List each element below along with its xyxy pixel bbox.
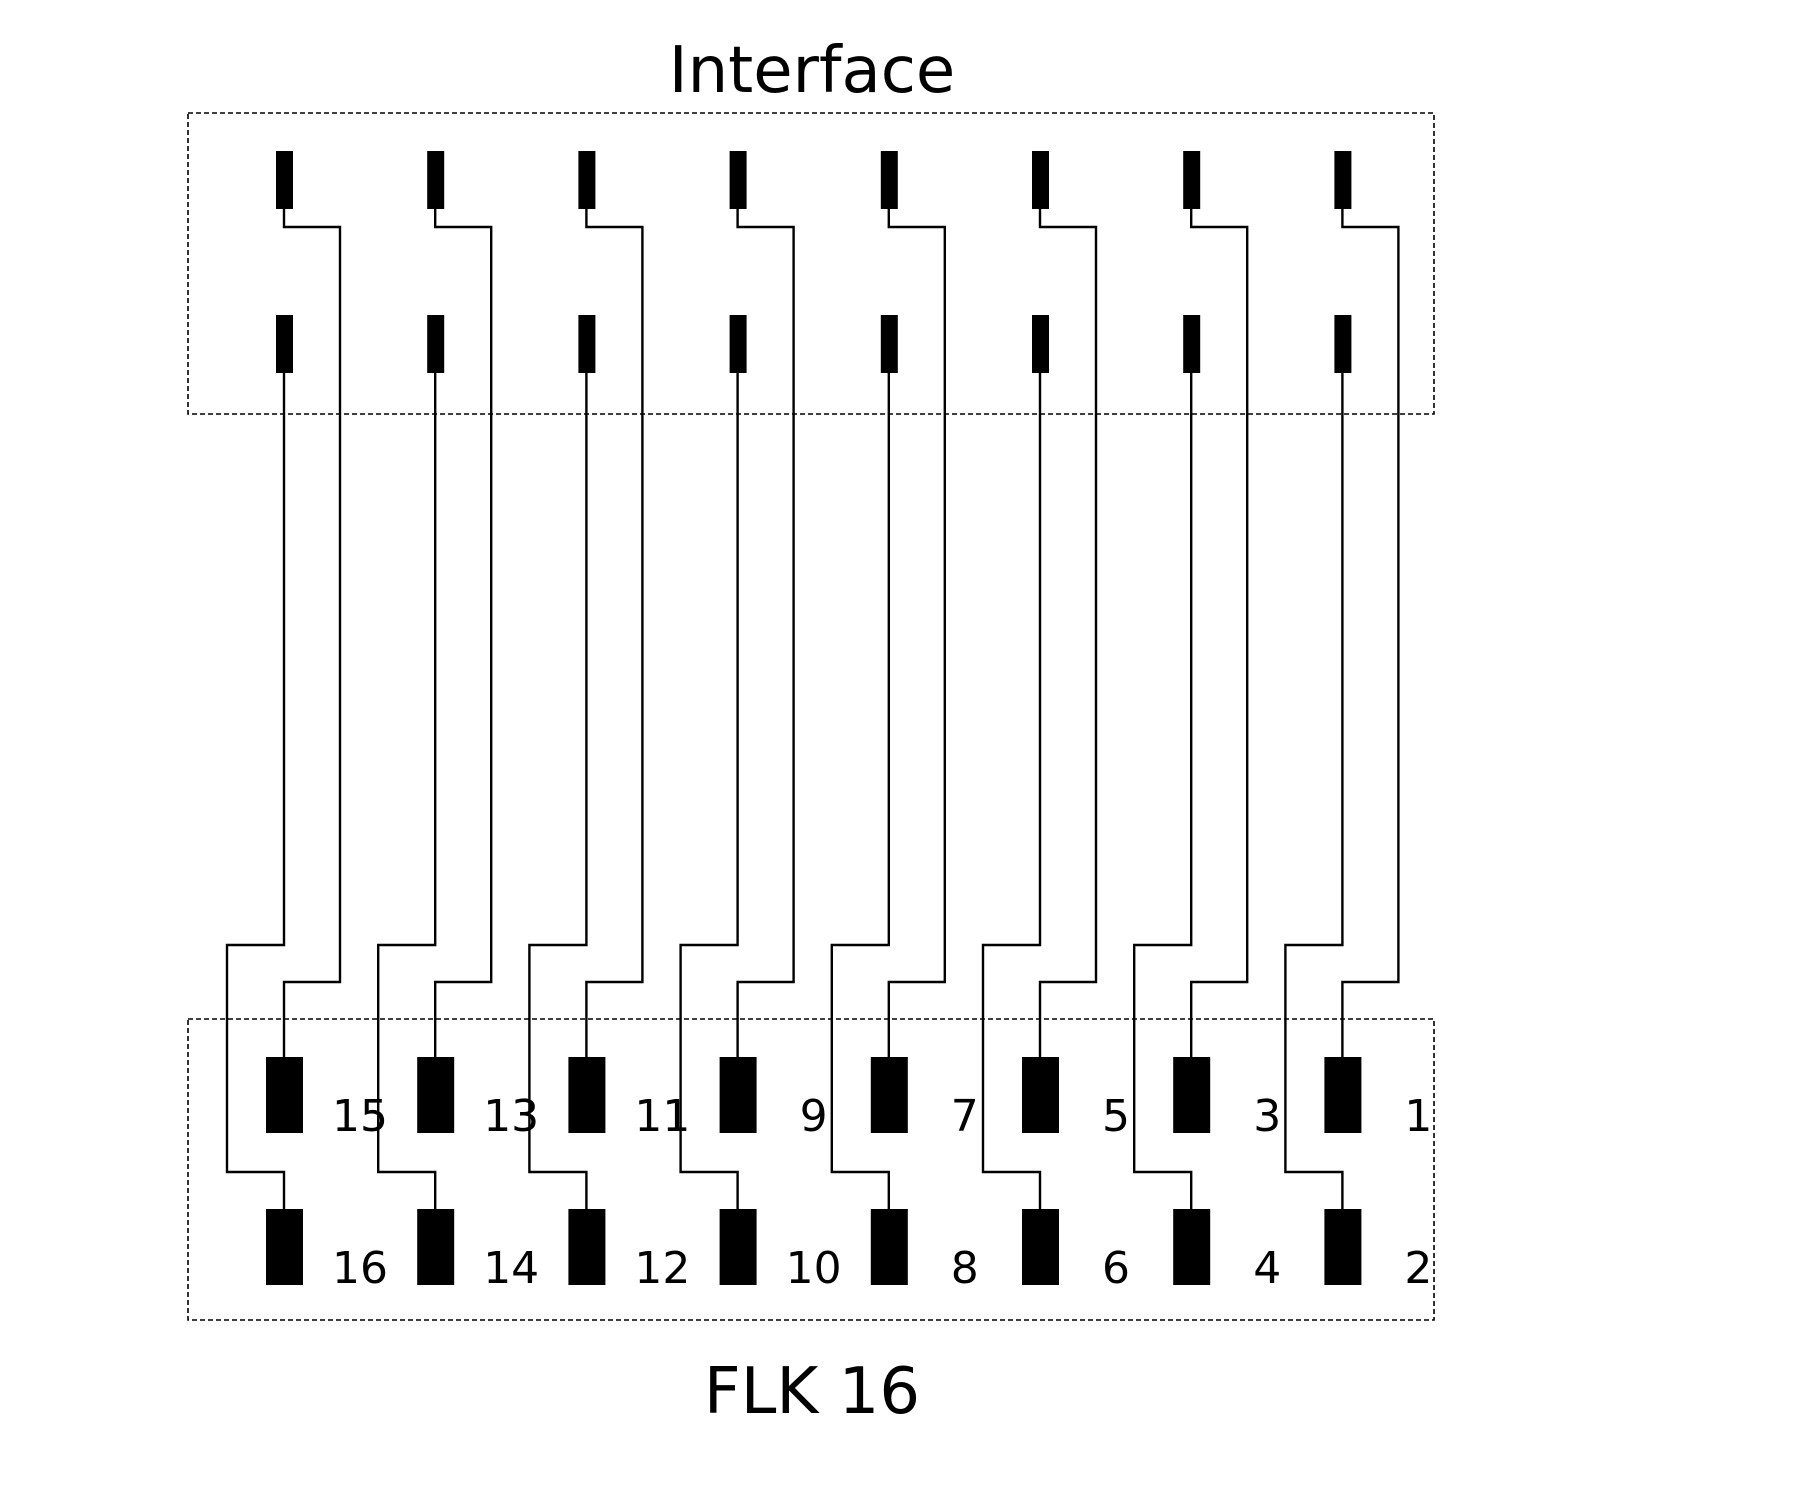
- terminal-label-lower: 16: [332, 1243, 388, 1294]
- wire-lower: [1132, 373, 1193, 1209]
- terminal-pin-upper: [1324, 1057, 1362, 1133]
- terminal-pin-lower: [1173, 1209, 1211, 1285]
- interface-pin-upper: [1032, 151, 1049, 209]
- interface-pin-upper: [729, 151, 747, 209]
- terminal-pin-lower: [1022, 1209, 1059, 1285]
- wire-upper: [282, 209, 342, 1057]
- terminal-label-upper: 5: [1102, 1091, 1130, 1142]
- terminal-pin-upper: [266, 1057, 303, 1133]
- terminal-pin-lower: [1324, 1209, 1362, 1285]
- terminal-label-upper: 15: [332, 1091, 388, 1142]
- terminal-pin-lower: [417, 1209, 455, 1285]
- interface-pins-group: [276, 151, 1352, 373]
- wire-lower: [377, 373, 437, 1209]
- wire-lower: [830, 373, 890, 1209]
- interface-pin-lower: [427, 315, 445, 373]
- terminal-label-lower: 4: [1253, 1243, 1281, 1294]
- wire-upper: [1189, 209, 1249, 1057]
- interface-pin-upper: [880, 151, 898, 209]
- terminal-pin-upper: [1022, 1057, 1059, 1133]
- interface-pin-lower: [578, 315, 596, 373]
- interface-pin-upper: [1183, 151, 1201, 209]
- terminal-pin-upper: [1173, 1057, 1211, 1133]
- interface-box: [187, 112, 1435, 415]
- terminal-pin-lower: [719, 1209, 757, 1285]
- wire-lower: [981, 373, 1042, 1209]
- interface-title: Interface: [669, 34, 956, 108]
- wire-upper: [887, 209, 946, 1057]
- device-title: FLK 16: [704, 1355, 920, 1429]
- interface-pin-upper: [1334, 151, 1352, 209]
- terminal-label-upper: 7: [951, 1091, 979, 1142]
- interface-pin-lower: [1334, 315, 1352, 373]
- wire-upper: [585, 209, 644, 1057]
- terminal-label-upper: 1: [1404, 1091, 1432, 1142]
- wire-lower: [679, 373, 739, 1209]
- terminal-label-upper: 9: [800, 1091, 828, 1142]
- wires-group: [225, 209, 1400, 1209]
- terminal-pin-upper: [568, 1057, 606, 1133]
- wire-upper: [434, 209, 493, 1057]
- interface-pin-upper: [427, 151, 445, 209]
- terminal-pin-lower: [568, 1209, 606, 1285]
- terminal-label-upper: 13: [483, 1091, 539, 1142]
- interface-pin-lower: [1183, 315, 1201, 373]
- terminal-pin-upper: [417, 1057, 455, 1133]
- terminal-label-upper: 3: [1253, 1091, 1281, 1142]
- terminal-pin-lower: [870, 1209, 908, 1285]
- terminal-label-lower: 12: [634, 1243, 690, 1294]
- wire-lower: [1284, 373, 1344, 1209]
- wire-upper: [1341, 209, 1400, 1057]
- terminal-label-lower: 8: [951, 1243, 979, 1294]
- interface-pin-lower: [1032, 315, 1049, 373]
- wire-upper: [1038, 209, 1098, 1057]
- wire-lower: [528, 373, 588, 1209]
- terminal-pin-upper: [719, 1057, 757, 1133]
- interface-pin-lower: [276, 315, 293, 373]
- terminal-label-lower: 10: [786, 1243, 842, 1294]
- terminal-label-lower: 6: [1102, 1243, 1130, 1294]
- interface-pin-upper: [276, 151, 293, 209]
- terminal-pin-lower: [266, 1209, 303, 1285]
- terminal-pin-upper: [870, 1057, 908, 1133]
- interface-pin-lower: [880, 315, 898, 373]
- terminal-label-upper: 11: [634, 1091, 690, 1142]
- interface-pin-lower: [729, 315, 747, 373]
- terminal-label-lower: 14: [483, 1243, 539, 1294]
- wire-lower: [225, 373, 286, 1209]
- wire-upper: [736, 209, 795, 1057]
- interface-pin-upper: [578, 151, 596, 209]
- terminal-block-box: [187, 1018, 1435, 1321]
- terminal-label-lower: 2: [1404, 1243, 1432, 1294]
- terminal-pins-group: [266, 1057, 1362, 1285]
